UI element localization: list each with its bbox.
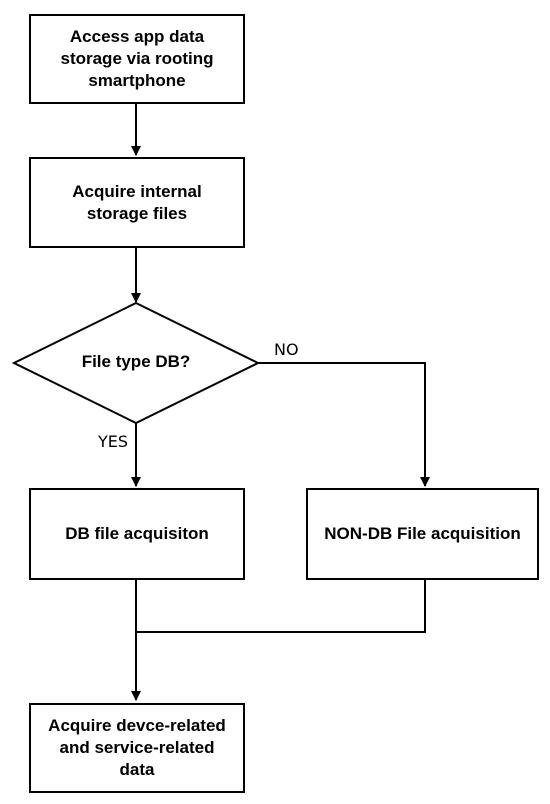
db-acquisition-text: DB file acquisiton bbox=[65, 524, 209, 543]
step-acquire-files-box: Acquire internal storage files bbox=[29, 157, 245, 248]
nondb-acquisition-box: NON-DB File acquisition bbox=[306, 488, 539, 580]
connector-nondb-merge bbox=[136, 580, 426, 633]
final-acquire-data-box: Acquire devce-related and service-relate… bbox=[29, 703, 245, 793]
final-acquire-data-text: Acquire devce-related and service-relate… bbox=[48, 716, 226, 779]
arrow-no-to-nondb bbox=[258, 362, 430, 487]
decision-text: File type DB? bbox=[81, 352, 191, 371]
step-acquire-files-text: Acquire internal storage files bbox=[72, 181, 202, 223]
no-label: NO bbox=[274, 340, 299, 359]
yes-label: YES bbox=[98, 432, 129, 451]
step-access-storage-box: Access app data storage via rooting smar… bbox=[29, 14, 245, 104]
db-acquisition-box: DB file acquisiton bbox=[29, 488, 245, 580]
step-access-storage-text: Access app data storage via rooting smar… bbox=[60, 27, 214, 90]
nondb-acquisition-text: NON-DB File acquisition bbox=[324, 524, 521, 543]
